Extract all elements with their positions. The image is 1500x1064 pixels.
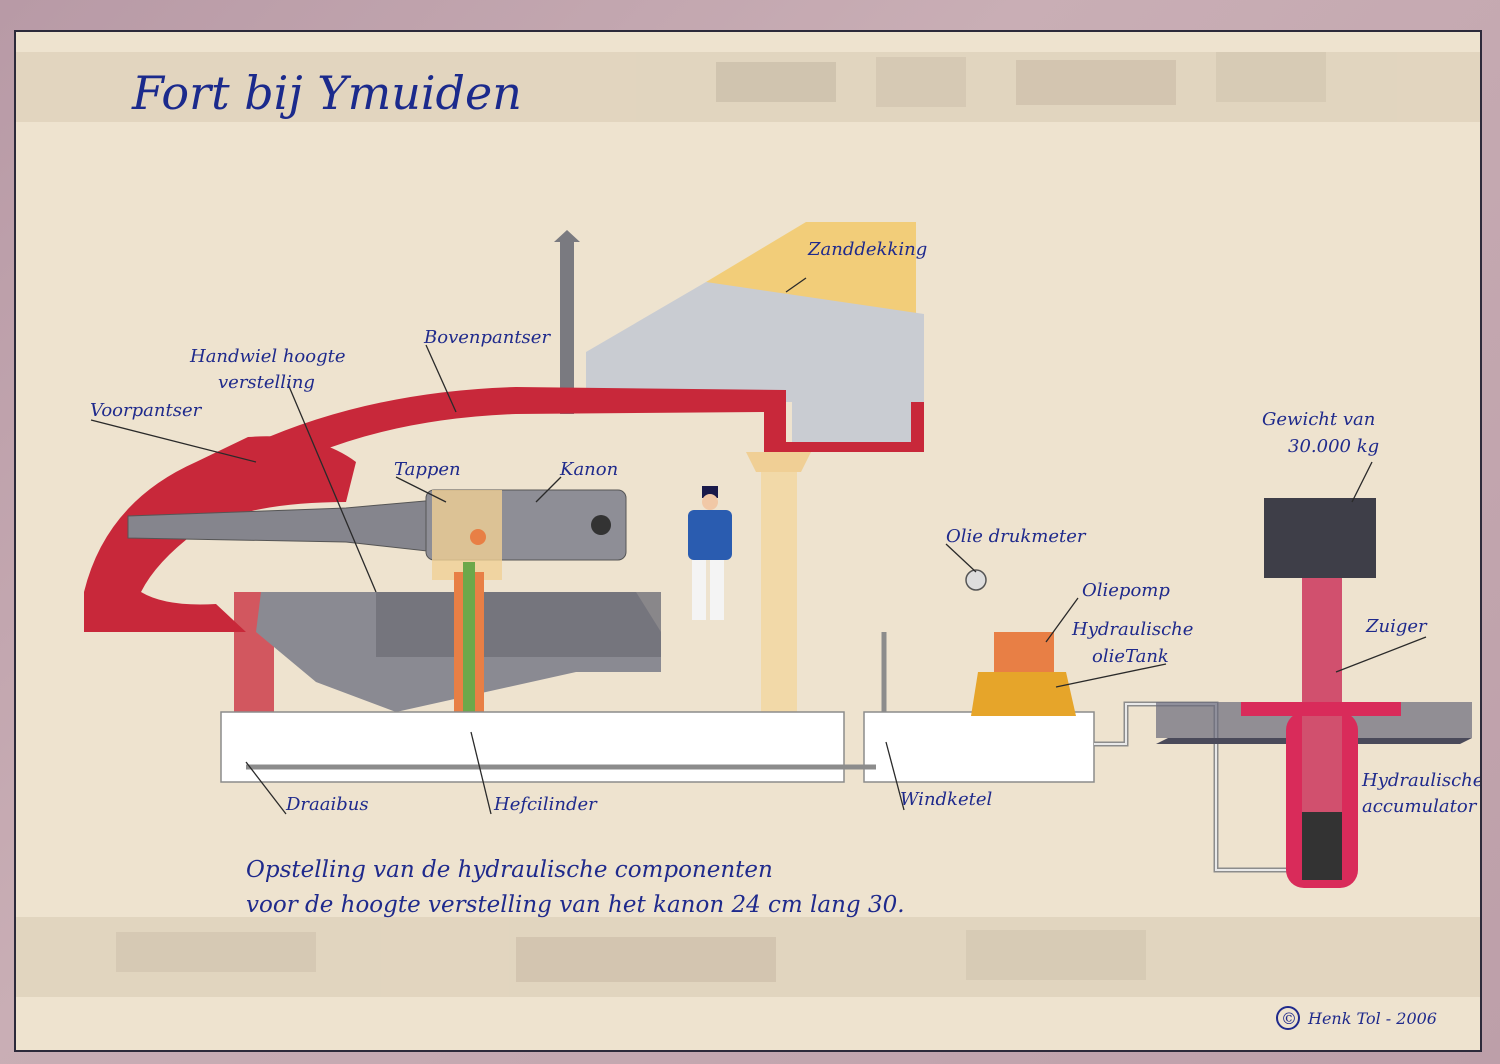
diagram-title: Fort bij Ymuiden [131, 66, 522, 120]
label-accumulator-line1: Hydraulische [1361, 770, 1482, 791]
breech-wheel [591, 515, 611, 535]
label-tappen: Tappen [394, 459, 461, 480]
front-armor-lower [84, 592, 246, 632]
fort-diagram: Fort bij Ymuiden [16, 52, 1482, 1030]
chimney-cap [554, 230, 580, 242]
label-gewicht-line2: 30.000 kg [1288, 436, 1379, 457]
tank-body [994, 632, 1054, 672]
label-gewicht-line1: Gewicht van [1262, 409, 1375, 430]
label-handwiel-line2: verstelling [218, 372, 315, 393]
top-armor [216, 387, 924, 487]
label-oliepomp: Oliepomp [1082, 580, 1170, 601]
label-zuiger: Zuiger [1365, 616, 1428, 637]
accumulator-oil [1302, 812, 1342, 880]
gun-slide [376, 592, 661, 657]
caption-line2: voor de hoogte verstelling van het kanon… [246, 892, 905, 918]
soldier-figure [688, 486, 732, 620]
concrete-pillar [761, 454, 797, 716]
label-voorpantser: Voorpantser [90, 400, 203, 421]
label-olie-drukmeter: Olie drukmeter [946, 526, 1087, 547]
label-olietank-line2: olieTank [1092, 646, 1169, 667]
label-kanon: Kanon [559, 459, 618, 480]
caption-line1: Opstelling van de hydraulische component… [246, 857, 773, 883]
label-handwiel-line1: Handwiel hoogte [189, 346, 346, 367]
copyright-mark [1276, 1006, 1300, 1030]
foundation [220, 711, 845, 783]
credit-text: Henk Tol - 2006 [1307, 1009, 1437, 1028]
label-zanddekking: Zanddekking [807, 239, 927, 260]
chimney [560, 242, 574, 414]
foundation-right [863, 711, 1095, 783]
label-bovenpantser: Bovenpantser [423, 327, 551, 348]
pillar-capital [746, 452, 811, 472]
accumulator-piston [1302, 578, 1342, 858]
accumulator-weight [1264, 498, 1376, 578]
label-windketel: Windketel [900, 789, 993, 810]
lift-ram [463, 562, 475, 712]
sand-cover [706, 222, 916, 322]
copyright-symbol: © [1281, 1009, 1297, 1028]
label-draaibus: Draaibus [285, 794, 369, 815]
label-accumulator-line2: accumulator [1362, 796, 1478, 817]
label-hefcilinder: Hefcilinder [493, 794, 598, 815]
oil-pressure-gauge [965, 569, 987, 591]
tank-base [971, 672, 1076, 716]
worn-paint-bottom [16, 917, 1480, 997]
label-olietank-line1: Hydraulische [1071, 619, 1193, 640]
leader-lines [90, 277, 1427, 815]
accumulator-flange [1241, 702, 1401, 716]
trunnion-pivot [470, 529, 486, 545]
diagram-panel: Fort bij Ymuiden [14, 30, 1482, 1052]
worn-paint-top [16, 52, 1480, 122]
